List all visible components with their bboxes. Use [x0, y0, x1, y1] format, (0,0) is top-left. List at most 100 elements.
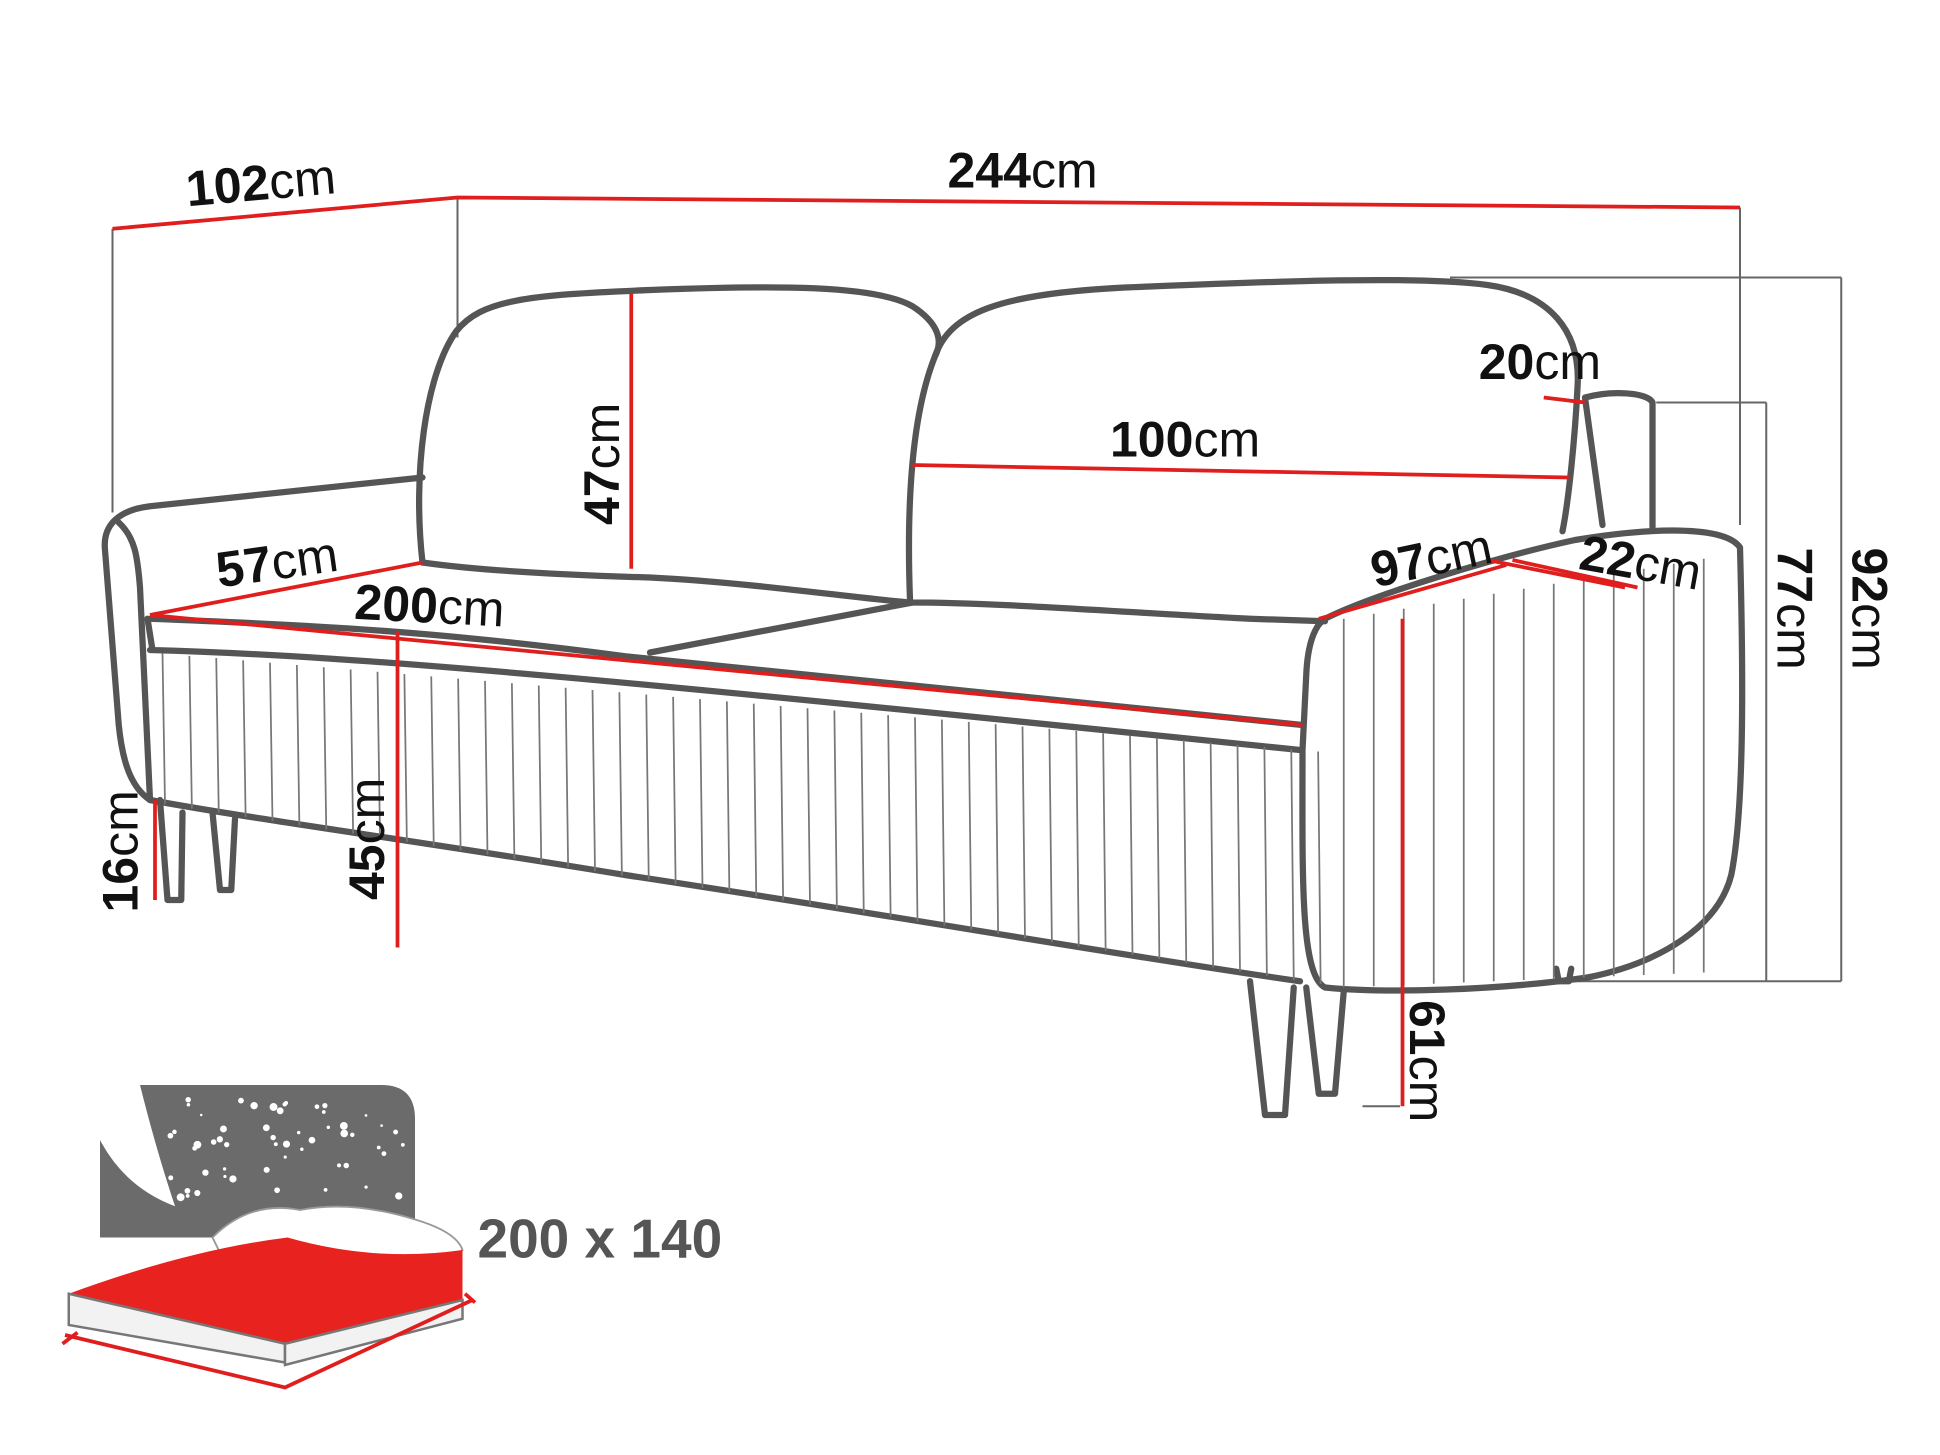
pleat-line	[806, 708, 811, 905]
pleat-line	[161, 653, 166, 805]
star-icon	[220, 1125, 227, 1133]
pleat-line	[672, 696, 677, 884]
star-icon	[263, 1166, 270, 1173]
pleat-line	[1102, 733, 1107, 951]
star-icon	[308, 1136, 316, 1144]
pleat-line	[215, 658, 220, 813]
seat-height-label: 45cm	[339, 778, 395, 900]
pleat-line	[1290, 749, 1295, 980]
pleat-line	[537, 685, 543, 863]
pleat-line	[1156, 737, 1161, 960]
star-icon	[297, 1130, 301, 1135]
star-icon	[314, 1104, 320, 1110]
pleat-line	[752, 703, 758, 897]
star-icon	[381, 1151, 387, 1157]
pleat-line	[511, 683, 516, 859]
pleat-line	[269, 662, 274, 822]
pleat-line	[322, 667, 328, 830]
dimension-labels: 102cm 244cm 47cm 100cm 20cm 57cm 200cm 9…	[93, 143, 1898, 1123]
pleat-line	[1236, 744, 1241, 972]
dimension-lines	[112, 195, 1741, 1107]
cushion-width-label: 100cm	[1110, 411, 1260, 467]
seat-depth-label: 57cm	[212, 526, 341, 598]
pleat-line	[914, 717, 919, 922]
pleat-line	[699, 699, 704, 889]
width-label: 244cm	[948, 143, 1098, 199]
pleat-line	[1209, 742, 1214, 968]
star-icon	[216, 1136, 223, 1143]
star-icon	[300, 1147, 304, 1152]
pleat-line	[860, 712, 865, 914]
star-icon	[199, 1113, 203, 1117]
star-icon	[364, 1114, 368, 1117]
star-icon	[270, 1134, 276, 1141]
backrest-height-label: 47cm	[574, 403, 630, 525]
star-icon	[282, 1140, 291, 1148]
pleat-line	[618, 692, 623, 876]
pleat-line	[1182, 740, 1188, 964]
star-icon	[172, 1129, 177, 1135]
star-icon	[276, 1107, 284, 1115]
star-icon	[393, 1129, 399, 1135]
star-icon	[222, 1167, 227, 1171]
star-icon	[343, 1162, 350, 1169]
pleat-line	[1129, 735, 1134, 955]
pleat-line	[1075, 731, 1080, 947]
star-icon	[274, 1187, 280, 1194]
pleat-line	[564, 687, 569, 868]
depth-label: 102cm	[184, 148, 338, 217]
total-height-label: 92cm	[1842, 548, 1898, 670]
pleat-line	[645, 694, 650, 880]
star-icon	[339, 1121, 348, 1130]
pleat-lines	[161, 558, 1705, 988]
star-icon	[376, 1145, 381, 1150]
star-icon	[176, 1193, 185, 1202]
armrest-width-label: 20cm	[1479, 334, 1601, 390]
star-icon	[350, 1132, 355, 1138]
pleat-line	[376, 671, 381, 838]
star-icon	[224, 1141, 230, 1148]
pleat-line	[188, 655, 193, 809]
pleat-line	[430, 676, 435, 847]
star-icon	[269, 1103, 278, 1111]
star-icon	[185, 1097, 191, 1103]
star-icon	[395, 1192, 403, 1200]
star-icon	[238, 1097, 244, 1104]
bed-size-label: 200 x 140	[478, 1208, 723, 1270]
armrest-side-height-label: 61cm	[1399, 1000, 1455, 1122]
star-icon	[340, 1129, 349, 1138]
star-icon	[223, 1174, 227, 1179]
pleat-line	[967, 721, 973, 930]
star-icon	[326, 1125, 331, 1130]
star-icon	[322, 1103, 328, 1109]
star-icon	[167, 1132, 174, 1139]
pleat-line	[994, 724, 999, 934]
pleat-line	[779, 705, 784, 901]
pleat-line	[833, 710, 838, 909]
star-icon	[323, 1188, 328, 1192]
seat-width-label: 200cm	[353, 574, 506, 638]
star-icon	[282, 1102, 287, 1107]
star-icon	[273, 1142, 278, 1147]
star-icon	[168, 1175, 174, 1181]
pleat-line	[457, 678, 462, 851]
star-icon	[185, 1194, 190, 1198]
star-icon	[202, 1169, 209, 1176]
star-icon	[283, 1155, 287, 1159]
pleat-line	[726, 701, 731, 893]
armrest-top-label: 22cm	[1576, 524, 1706, 600]
pleat-line	[887, 715, 892, 918]
pleat-line	[242, 660, 247, 817]
star-icon	[262, 1124, 270, 1132]
pleat-line	[296, 664, 301, 826]
pleat-line	[941, 719, 946, 926]
sofa-outline	[101, 276, 1746, 1119]
pleat-line	[349, 669, 354, 834]
pleat-line	[1021, 726, 1026, 939]
star-icon	[184, 1188, 191, 1194]
pleat-line	[591, 690, 596, 872]
pleat-line	[1263, 746, 1268, 976]
guide-lines	[111, 197, 1843, 1108]
armrest-height-label: 77cm	[1767, 548, 1823, 670]
